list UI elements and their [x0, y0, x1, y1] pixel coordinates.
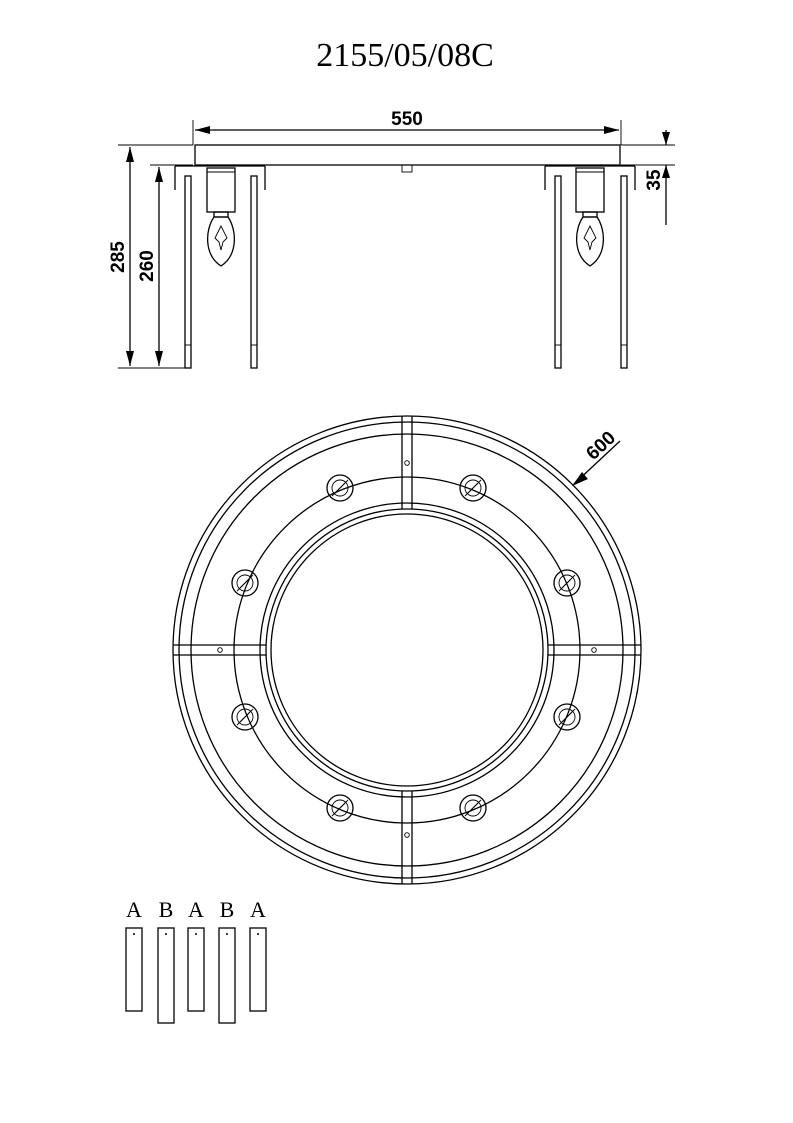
body-height-dimension: 260 — [137, 164, 193, 366]
lamp-socket-icon — [459, 474, 487, 502]
canopy-plate — [194, 144, 621, 166]
lamp-socket-icon — [326, 474, 354, 502]
width-dimension: 550 — [192, 109, 622, 145]
ring-joints — [173, 416, 641, 884]
lamp-socket-icon — [231, 569, 259, 597]
lamp-socket-icon — [459, 794, 487, 822]
rod-label: A — [126, 897, 142, 922]
canopy-height-label: 35 — [644, 169, 665, 191]
drawing-title: 2155/05/08C — [316, 37, 494, 74]
body-height-label: 260 — [137, 250, 158, 282]
total-height-dimension: 285 — [108, 144, 193, 369]
outer-ring — [172, 415, 642, 885]
side-elevation-view: 550 — [108, 109, 675, 369]
inner-ring — [265, 508, 549, 792]
lamp-socket-icon — [553, 703, 581, 731]
rod-a-shape — [125, 927, 143, 1012]
rod-label: A — [250, 897, 266, 922]
right-hanging-rods — [544, 165, 636, 369]
plan-view: 600 — [172, 415, 642, 885]
lamp-socket-icon — [553, 569, 581, 597]
lamp-socket-icon — [231, 703, 259, 731]
rod-a-shape — [249, 927, 267, 1012]
left-candle-bulb-icon — [207, 216, 235, 267]
rod-a-shape — [187, 927, 205, 1012]
diameter-dimension: 600 — [572, 427, 621, 486]
canopy-screw — [401, 164, 413, 173]
right-candle-bulb-icon — [576, 216, 604, 267]
rod-label: A — [188, 897, 204, 922]
rod-label: B — [159, 897, 174, 922]
diameter-label: 600 — [582, 427, 620, 464]
rod-label: B — [220, 897, 235, 922]
canopy-height-dimension: 35 — [621, 130, 675, 225]
shade-ring — [233, 476, 581, 824]
ring-screws — [217, 460, 597, 838]
rod-b-shape — [157, 927, 175, 1024]
total-height-label: 285 — [108, 241, 129, 273]
lamp-socket-icon — [326, 794, 354, 822]
left-hanging-rods — [174, 165, 266, 369]
width-label: 550 — [391, 109, 423, 130]
rod-legend: A B A B A — [125, 897, 267, 1024]
rod-b-shape — [218, 927, 236, 1024]
